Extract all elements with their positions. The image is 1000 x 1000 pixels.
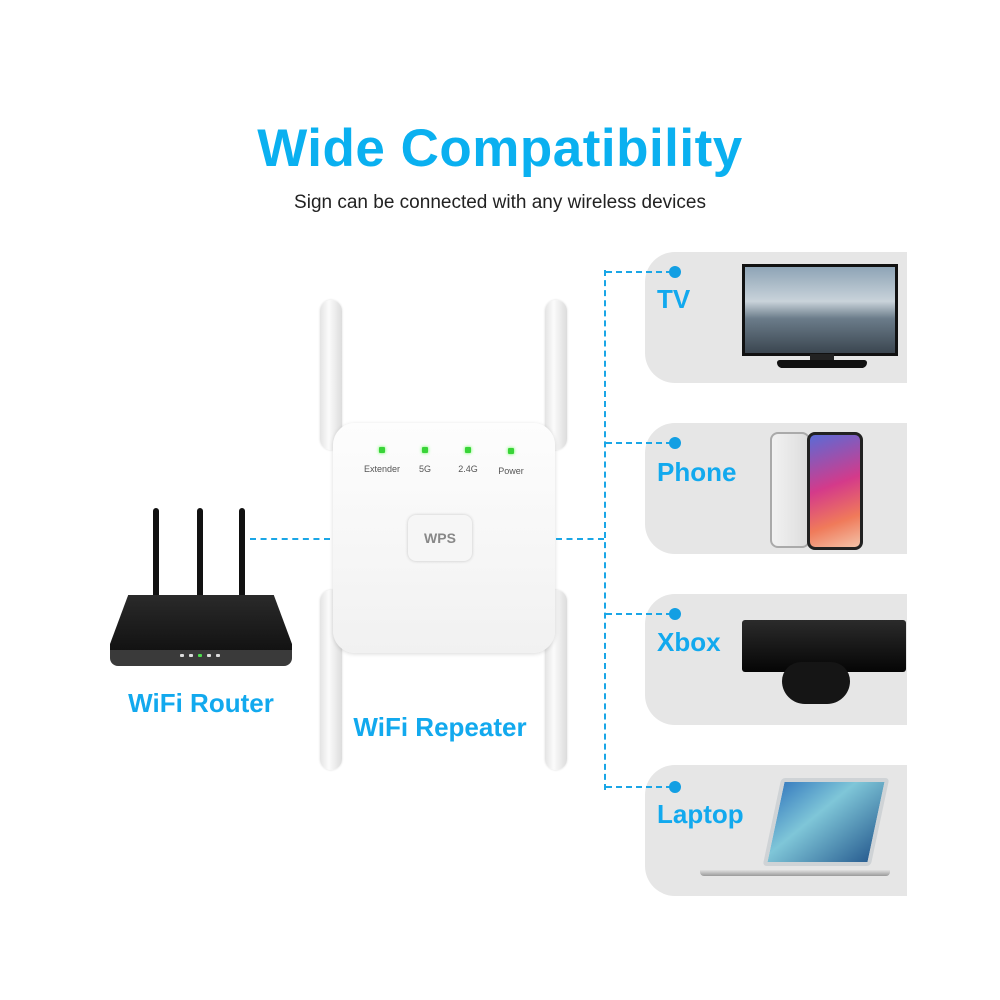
led-2-4g	[465, 447, 471, 453]
indicator-label: Power	[498, 466, 524, 476]
led-extender	[379, 447, 385, 453]
router-base	[110, 650, 292, 666]
connection-dot-icon	[669, 266, 681, 278]
laptop-base	[700, 870, 890, 876]
router-led	[198, 654, 202, 657]
branch-line	[606, 613, 672, 615]
device-label: Xbox	[657, 627, 721, 657]
device-label: Phone	[657, 457, 737, 487]
indicator-label: 2.4G	[458, 464, 478, 474]
router-antenna	[153, 508, 159, 598]
controller	[782, 662, 850, 704]
phone-front	[807, 432, 863, 550]
page-title: Wide Compatibility	[257, 119, 743, 178]
router-antenna	[197, 508, 203, 598]
repeater-antenna	[320, 300, 342, 450]
router-antenna	[239, 508, 245, 598]
led-power	[508, 448, 514, 454]
device-bus-line	[604, 270, 606, 790]
repeater-antenna	[545, 300, 567, 450]
tv-stand	[777, 360, 867, 368]
router-connector-line	[250, 538, 330, 540]
router-led	[189, 654, 193, 657]
router-label: WiFi Router	[128, 688, 274, 718]
branch-line	[606, 271, 672, 273]
indicator-label: Extender	[363, 464, 401, 474]
router-led	[180, 654, 184, 657]
phone-back	[770, 432, 810, 548]
indicator-label: 5G	[418, 464, 431, 474]
page-subtitle: Sign can be connected with any wireless …	[294, 192, 706, 213]
router-led	[216, 654, 220, 657]
router-led	[207, 654, 211, 657]
device-label: Laptop	[657, 799, 744, 829]
tv-neck	[810, 354, 834, 362]
led-5g	[422, 447, 428, 453]
tv-screen	[742, 264, 898, 356]
repeater-connector-line	[556, 538, 604, 540]
connection-dot-icon	[669, 437, 681, 449]
branch-line	[606, 442, 672, 444]
branch-line	[606, 786, 672, 788]
wps-button[interactable]: WPS	[408, 515, 472, 561]
connection-dot-icon	[669, 781, 681, 793]
laptop-screen	[762, 778, 890, 866]
device-label: TV	[657, 284, 691, 314]
repeater-label: WiFi Repeater	[353, 712, 527, 742]
connection-dot-icon	[669, 608, 681, 620]
